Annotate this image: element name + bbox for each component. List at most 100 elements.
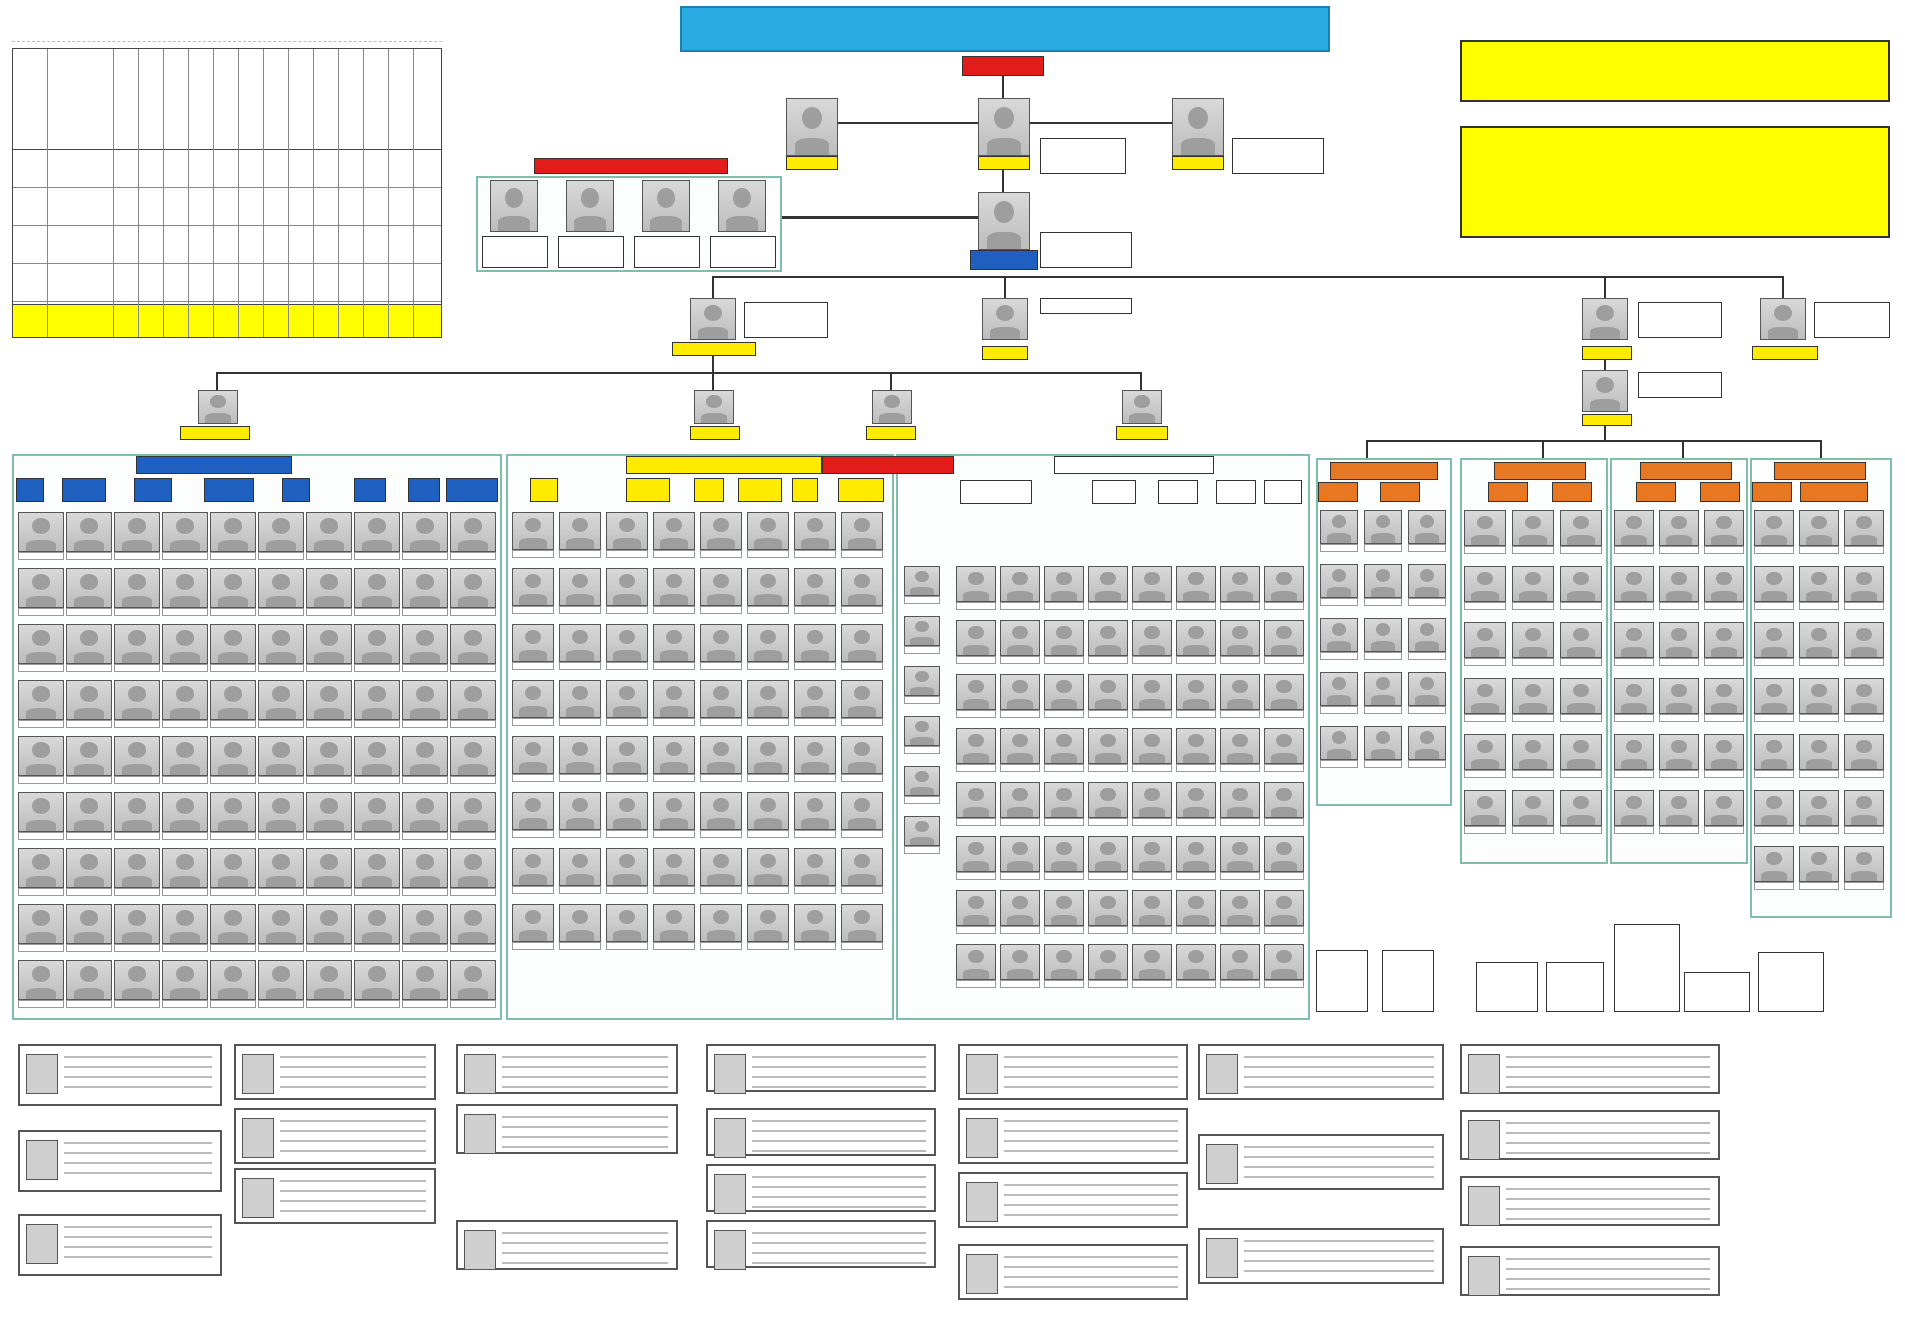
person-photo-placeholder bbox=[1754, 678, 1794, 714]
person-caption-box bbox=[402, 888, 448, 896]
person-photo-placeholder bbox=[1614, 790, 1654, 826]
text-line-placeholder bbox=[280, 1120, 426, 1122]
incident-note bbox=[706, 1108, 936, 1158]
incident-note bbox=[1460, 1110, 1720, 1160]
person-caption-box bbox=[18, 664, 64, 672]
sub-tag bbox=[1552, 482, 1592, 502]
person-photo-placeholder bbox=[210, 848, 256, 888]
person-caption-box bbox=[1560, 826, 1602, 834]
person-photo-placeholder bbox=[700, 512, 742, 550]
person-caption-box bbox=[1512, 826, 1554, 834]
incident-note bbox=[1460, 1176, 1720, 1226]
person-photo-placeholder bbox=[1220, 836, 1260, 872]
person-photo-placeholder bbox=[1659, 790, 1699, 826]
sub-tag bbox=[62, 478, 106, 502]
person-caption-box bbox=[559, 830, 601, 838]
text-line-placeholder bbox=[1506, 1288, 1710, 1290]
person-caption-box bbox=[1659, 602, 1699, 610]
person-photo-placeholder bbox=[966, 1054, 998, 1094]
person-caption-box bbox=[354, 552, 400, 560]
person-photo-placeholder bbox=[700, 792, 742, 830]
connector bbox=[1004, 276, 1006, 298]
person-caption-box bbox=[1088, 872, 1128, 880]
table-divider bbox=[288, 49, 289, 337]
person-caption-box bbox=[1408, 706, 1446, 714]
person-photo-placeholder bbox=[66, 904, 112, 944]
person-caption-box bbox=[1220, 926, 1260, 934]
person-caption-box bbox=[306, 832, 352, 840]
person-caption-box bbox=[1044, 926, 1084, 934]
person-caption-box bbox=[450, 776, 496, 784]
person-caption-box bbox=[18, 832, 64, 840]
person-caption-box bbox=[512, 830, 554, 838]
person-photo-placeholder bbox=[1754, 734, 1794, 770]
text-line-placeholder bbox=[752, 1242, 926, 1244]
connector bbox=[712, 372, 714, 390]
text-line-placeholder bbox=[1244, 1076, 1434, 1078]
person-photo-placeholder bbox=[26, 1140, 58, 1180]
person-photo-placeholder bbox=[714, 1230, 746, 1270]
person-caption-box bbox=[18, 720, 64, 728]
person-caption-box bbox=[1844, 546, 1884, 554]
person-photo-placeholder bbox=[402, 736, 448, 776]
person-caption-box bbox=[1659, 714, 1699, 722]
person-photo-placeholder bbox=[653, 792, 695, 830]
person-caption-box bbox=[904, 846, 940, 854]
person-caption-box bbox=[653, 550, 695, 558]
person-caption-box bbox=[653, 606, 695, 614]
person-photo-placeholder bbox=[1582, 370, 1628, 412]
text-line-placeholder bbox=[1004, 1184, 1178, 1186]
person-photo-placeholder bbox=[114, 904, 160, 944]
person-photo-placeholder bbox=[258, 624, 304, 664]
person-caption-box bbox=[1364, 544, 1402, 552]
person-caption-box bbox=[1844, 826, 1884, 834]
person-photo-placeholder bbox=[18, 680, 64, 720]
person-caption-box bbox=[450, 608, 496, 616]
person-photo-placeholder bbox=[606, 792, 648, 830]
person-caption-box bbox=[1659, 658, 1699, 666]
person-photo-placeholder bbox=[1512, 510, 1554, 546]
person-photo-placeholder bbox=[1408, 672, 1446, 706]
person-photo-placeholder bbox=[1704, 734, 1744, 770]
person-caption-box bbox=[1176, 656, 1216, 664]
person-caption-box bbox=[66, 552, 112, 560]
connector bbox=[1542, 440, 1544, 458]
node-label bbox=[1232, 138, 1324, 174]
person-photo-placeholder bbox=[26, 1054, 58, 1094]
person-photo-placeholder bbox=[700, 736, 742, 774]
person-caption-box bbox=[1844, 714, 1884, 722]
person-photo-placeholder bbox=[450, 568, 496, 608]
text-line-placeholder bbox=[280, 1066, 426, 1068]
person-photo-placeholder bbox=[559, 736, 601, 774]
branch-tag bbox=[534, 158, 728, 174]
person-caption-box bbox=[653, 942, 695, 950]
text-line-placeholder bbox=[64, 1236, 212, 1238]
person-caption-box bbox=[1176, 980, 1216, 988]
node-label bbox=[634, 236, 700, 268]
person-caption-box bbox=[450, 1000, 496, 1008]
incident-note bbox=[1198, 1134, 1444, 1190]
sub-tag bbox=[408, 478, 440, 502]
person-photo-placeholder bbox=[1754, 566, 1794, 602]
person-photo-placeholder bbox=[1088, 620, 1128, 656]
incident-note bbox=[1198, 1228, 1444, 1284]
person-caption-box bbox=[1176, 710, 1216, 718]
person-caption-box bbox=[1264, 872, 1304, 880]
person-photo-placeholder bbox=[1364, 726, 1402, 760]
text-line-placeholder bbox=[280, 1210, 426, 1212]
person-photo-placeholder bbox=[700, 848, 742, 886]
person-caption-box bbox=[559, 550, 601, 558]
sub-tag bbox=[960, 480, 1032, 504]
text-line-placeholder bbox=[502, 1136, 668, 1138]
person-photo-placeholder bbox=[1220, 890, 1260, 926]
incident-note bbox=[456, 1104, 678, 1154]
person-caption-box bbox=[1560, 770, 1602, 778]
person-caption-box bbox=[606, 886, 648, 894]
person-photo-placeholder bbox=[1264, 566, 1304, 602]
person-photo-placeholder bbox=[162, 736, 208, 776]
connector bbox=[1820, 440, 1822, 458]
person-caption-box bbox=[450, 944, 496, 952]
node-tag bbox=[866, 426, 916, 440]
text-line-placeholder bbox=[752, 1232, 926, 1234]
person-photo-placeholder bbox=[210, 512, 256, 552]
